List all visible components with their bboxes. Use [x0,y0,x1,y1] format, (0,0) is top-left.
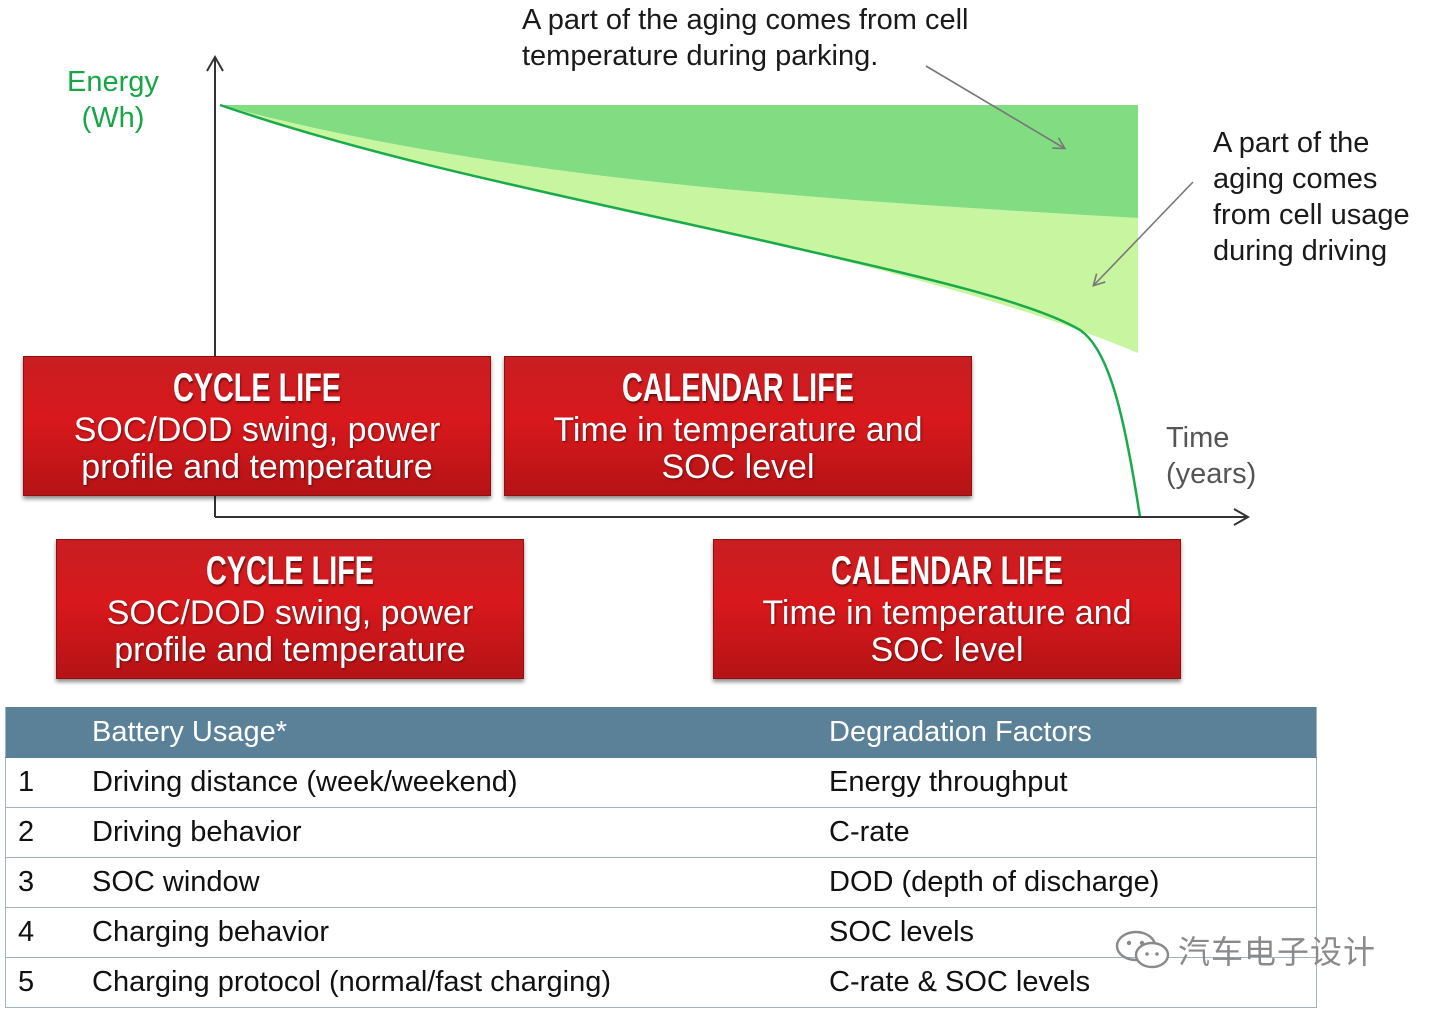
table-header-row: Battery Usage* Degradation Factors [5,707,1317,758]
driving-annotation-line2: aging comes [1213,163,1378,195]
calendar-life-desc-line1: Time in temperature and [553,411,923,449]
header-number [5,707,92,758]
calendar-life-desc-line2-secondary: SOC level [870,631,1024,669]
energy-aging-diagram [206,54,1251,526]
row-usage: Charging protocol (normal/fast charging) [92,957,829,1008]
table-row: 3 SOC window DOD (depth of discharge) [5,857,1317,908]
calendar-life-title: CALENDAR LIFE [622,366,854,410]
cycle-life-desc-line2: profile and temperature [81,448,433,486]
table-row: 5 Charging protocol (normal/fast chargin… [5,957,1317,1008]
calendar-life-desc-line2: SOC level [661,448,815,486]
calendar-life-box: CALENDAR LIFE Time in temperature and SO… [504,356,972,496]
row-usage: Driving distance (week/weekend) [92,757,829,808]
row-factor: SOC levels [829,907,1317,958]
driving-annotation-line4: during driving [1213,235,1388,267]
row-usage: Driving behavior [92,807,829,858]
y-axis-label-line1: Energy [67,66,159,98]
parking-annotation-line1: A part of the aging comes from cell [522,4,969,36]
driving-annotation-line1: A part of the [1213,127,1370,159]
row-factor: C-rate & SOC levels [829,957,1317,1008]
row-usage: SOC window [92,857,829,908]
row-factor: C-rate [829,807,1317,858]
cycle-life-desc-line1-secondary: SOC/DOD swing, power [106,594,474,632]
row-number: 1 [5,757,92,808]
driving-aging-annotation: A part of the aging comes from cell usag… [1213,125,1438,269]
driving-aging-region [220,105,1138,353]
cycle-life-box: CYCLE LIFE SOC/DOD swing, power profile … [23,356,491,496]
watermark-text: 汽车电子设计 [1178,933,1377,971]
watermark: 汽车电子设计 [1112,928,1376,972]
parking-annotation-line2: temperature during parking. [522,40,879,72]
table-row: 2 Driving behavior C-rate [5,807,1317,858]
cycle-life-desc-line2-secondary: profile and temperature [114,631,466,669]
table-row: 1 Driving distance (week/weekend) Energy… [5,757,1317,808]
header-battery-usage: Battery Usage* [92,707,829,758]
battery-usage-table: Battery Usage* Degradation Factors 1 Dri… [5,707,1317,1008]
cycle-life-box-secondary: CYCLE LIFE SOC/DOD swing, power profile … [56,539,524,679]
x-axis-label-line2: (years) [1166,458,1257,490]
calendar-life-desc-line1-secondary: Time in temperature and [762,594,1132,632]
calendar-life-title-secondary: CALENDAR LIFE [831,549,1063,593]
driving-pointer-arrow [1092,181,1194,287]
parking-pointer-arrow [925,65,1067,150]
header-degradation-factors: Degradation Factors [829,707,1317,758]
x-axis-label-line1: Time [1166,422,1230,454]
y-axis-label: Energy (Wh) [58,64,168,136]
row-number: 2 [5,807,92,858]
cycle-life-desc-line1: SOC/DOD swing, power [73,411,441,449]
parking-aging-region [220,105,1138,218]
wechat-icon [1115,930,1170,969]
row-number: 3 [5,857,92,908]
row-factor: Energy throughput [829,757,1317,808]
cycle-life-title-secondary: CYCLE LIFE [205,549,375,593]
energy-capacity-curve [219,103,1142,518]
row-number: 5 [5,957,92,1008]
parking-aging-annotation: A part of the aging comes from cell temp… [522,2,1042,74]
x-axis-label: Time (years) [1166,420,1256,492]
table-row: 4 Charging behavior SOC levels [5,907,1317,958]
cycle-life-title: CYCLE LIFE [172,366,342,410]
row-factor: DOD (depth of discharge) [829,857,1317,908]
row-number: 4 [5,907,92,958]
y-axis-label-line2: (Wh) [81,102,145,134]
row-usage: Charging behavior [92,907,829,958]
driving-annotation-line3: from cell usage [1213,199,1410,231]
calendar-life-box-secondary: CALENDAR LIFE Time in temperature and SO… [713,539,1181,679]
